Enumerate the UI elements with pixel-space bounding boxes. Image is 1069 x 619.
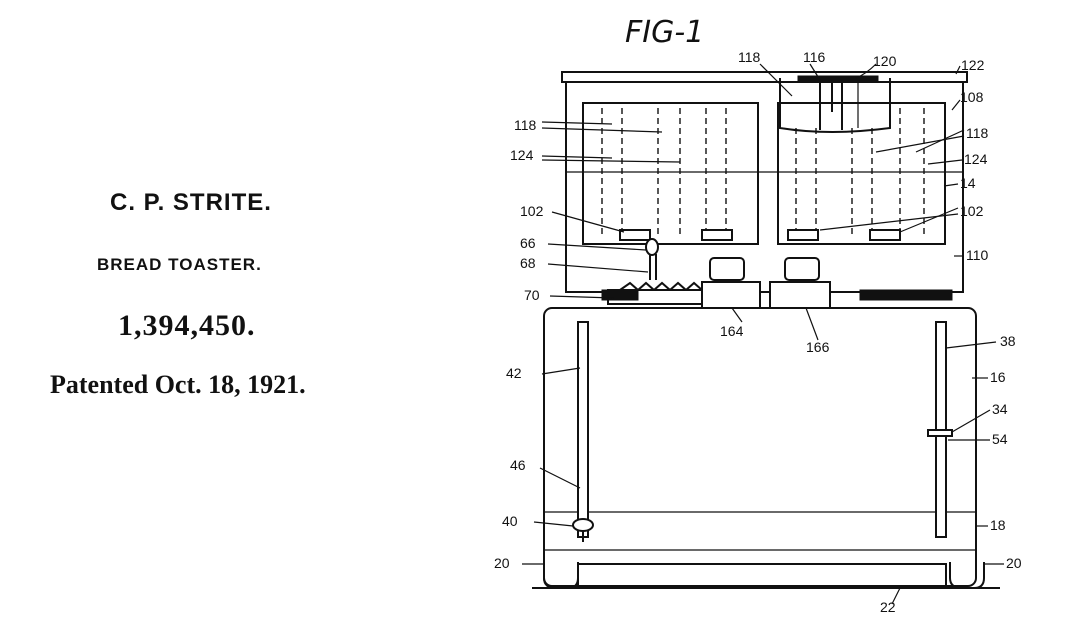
ref-116: 116 xyxy=(803,49,826,65)
ref-68: 68 xyxy=(520,255,536,271)
inventor-name: C. P. STRITE. xyxy=(110,189,272,216)
ref-54: 54 xyxy=(992,431,1008,447)
part-164 xyxy=(701,281,761,309)
ref-40: 40 xyxy=(502,513,518,529)
ref-102-right: 102 xyxy=(960,203,984,219)
right-chamber xyxy=(777,102,946,245)
ref-66: 66 xyxy=(520,235,536,251)
ref-20-right: 20 xyxy=(1006,555,1022,571)
part-166 xyxy=(769,281,831,309)
ref-14: 14 xyxy=(960,175,976,191)
ref-108: 108 xyxy=(960,89,984,105)
reference-numerals: 118 116 120 122 108 118 124 118 124 14 1… xyxy=(494,49,1022,615)
top-cover xyxy=(561,71,968,83)
figure-label: FIG-1 xyxy=(625,15,704,50)
left-chamber xyxy=(582,102,759,245)
patent-date: Patented Oct. 18, 1921. xyxy=(50,370,306,399)
ref-42: 42 xyxy=(506,365,522,381)
ref-118-left: 118 xyxy=(514,117,537,133)
ref-34: 34 xyxy=(992,401,1008,417)
ref-124-right: 124 xyxy=(964,151,988,167)
ref-118-right: 118 xyxy=(966,125,989,141)
patent-caption: C. P. STRITE. BREAD TOASTER. 1,394,450. … xyxy=(0,0,400,619)
ref-22: 22 xyxy=(880,599,896,615)
ref-38: 38 xyxy=(1000,333,1016,349)
ref-20-left: 20 xyxy=(494,555,510,571)
ref-16: 16 xyxy=(990,369,1006,385)
patent-title: BREAD TOASTER. xyxy=(97,255,262,274)
ref-102-left: 102 xyxy=(520,203,544,219)
ref-46: 46 xyxy=(510,457,526,473)
patent-number: 1,394,450. xyxy=(118,309,256,342)
ref-118-top: 118 xyxy=(738,49,761,65)
ref-166: 166 xyxy=(806,339,830,355)
ref-18: 18 xyxy=(990,517,1006,533)
upper-housing xyxy=(565,81,964,293)
ref-164: 164 xyxy=(720,323,744,339)
ref-70: 70 xyxy=(524,287,540,303)
ref-122: 122 xyxy=(961,57,985,73)
ref-124-left: 124 xyxy=(510,147,534,163)
toaster-drawing: FIG-1 xyxy=(494,15,1022,615)
lower-base xyxy=(543,307,977,587)
ref-120: 120 xyxy=(873,53,897,69)
ref-110: 110 xyxy=(966,247,989,263)
